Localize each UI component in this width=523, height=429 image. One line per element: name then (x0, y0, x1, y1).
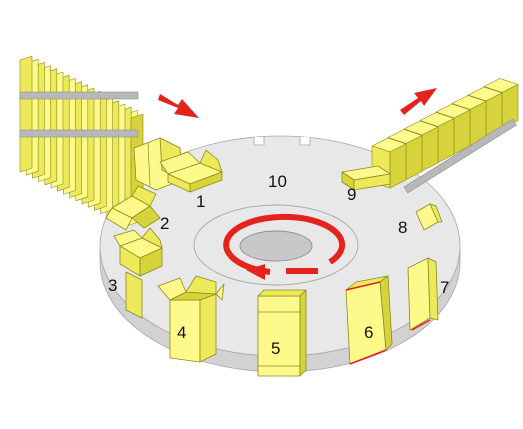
station-7-carton (407, 257, 439, 331)
station-label-10: 10 (268, 172, 287, 191)
station-4-carton (157, 275, 225, 363)
flat-blank (19, 55, 33, 173)
finished-carton (405, 135, 423, 180)
infeed-arrow (158, 94, 199, 118)
station-8-carton (415, 203, 443, 231)
outfeed-arrow (400, 88, 437, 115)
finished-carton (421, 126, 439, 172)
rotation-arrow (223, 213, 346, 280)
station-5-carton (257, 289, 307, 377)
blank-magazine (19, 55, 144, 227)
station-label-1: 1 (196, 192, 205, 211)
station-label-5: 5 (271, 339, 280, 358)
station-label-3: 3 (108, 276, 117, 295)
glue-line (411, 319, 431, 331)
finished-cartons (371, 78, 519, 189)
turntable-notch (299, 137, 311, 146)
magazine-rod (19, 129, 139, 138)
output-rod (403, 118, 517, 194)
magazine-rod (19, 91, 139, 100)
station-label-4: 4 (177, 323, 186, 342)
glue-line (349, 349, 387, 365)
output-conveyor (371, 78, 519, 194)
station-label-7: 7 (440, 278, 449, 297)
rotation-arrow-ring (223, 213, 346, 275)
station-1-carton (159, 149, 223, 193)
station-3-carton (113, 227, 163, 319)
inner-ring (193, 204, 359, 286)
station-2-carton (105, 185, 161, 231)
station-label-9: 9 (347, 185, 356, 204)
glue-line (345, 281, 381, 291)
station-label-6: 6 (364, 323, 373, 342)
station-6-carton (345, 275, 393, 365)
rotation-arrow-tail (286, 268, 318, 274)
station-labels: 1 2 3 4 5 6 7 8 9 10 (108, 172, 449, 358)
station-label-8: 8 (398, 218, 407, 237)
finished-carton (389, 143, 407, 189)
center-hub (239, 230, 313, 262)
station-9-carton (341, 165, 391, 191)
turntable-notch (253, 137, 265, 146)
finished-carton (437, 118, 455, 163)
rotation-arrow-head (246, 264, 265, 280)
station-label-2: 2 (160, 214, 169, 233)
